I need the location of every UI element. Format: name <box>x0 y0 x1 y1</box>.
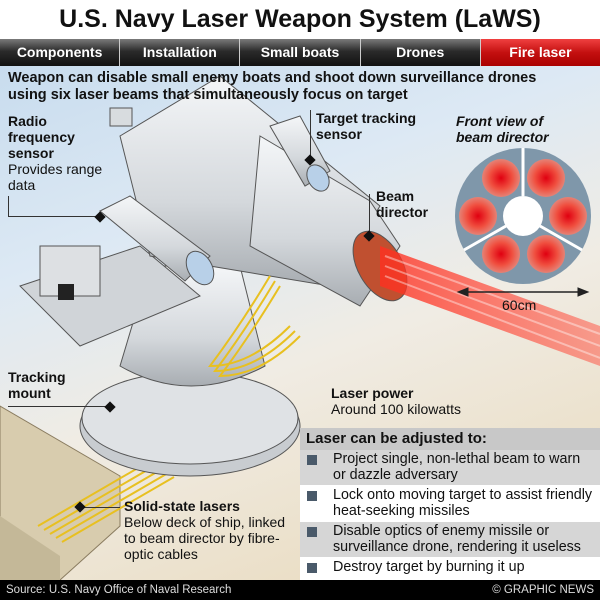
list-item: Project single, non-lethal beam to warn … <box>300 450 600 486</box>
bullet-icon <box>307 491 317 501</box>
laser-weapon-illustration <box>0 75 600 580</box>
laser-dot <box>527 235 565 273</box>
rf-sensor-tube <box>99 195 211 282</box>
footer: Source: U.S. Navy Office of Naval Resear… <box>0 580 600 600</box>
tab-fire-laser[interactable]: Fire laser <box>480 39 600 66</box>
label-target-sensor: Target tracking sensor <box>316 110 417 142</box>
list-item: Lock onto moving target to assist friend… <box>300 486 600 522</box>
laser-dot <box>549 197 587 235</box>
label-tracking-mount: Tracking mount <box>8 369 66 401</box>
source-text: Source: U.S. Navy Office of Naval Resear… <box>6 584 232 596</box>
laser-beams <box>380 246 600 366</box>
tab-components[interactable]: Components <box>0 39 121 66</box>
diagram-stage: Weapon can disable small enemy boats and… <box>0 66 600 580</box>
list-item: Disable optics of enemy missile or surve… <box>300 522 600 558</box>
label-front-view: Front view of beam director <box>456 113 549 145</box>
cable-bundle <box>207 275 301 378</box>
front-view-disc <box>455 148 591 284</box>
tab-bar: Components Installation Small boats Dron… <box>0 39 600 66</box>
panel-heading: Laser can be adjusted to: <box>300 428 600 450</box>
bullet-icon <box>307 455 317 465</box>
label-rf-sensor: Radio frequency sensor Provides range da… <box>8 113 103 193</box>
dimension-arrow <box>456 287 590 297</box>
laser-dot <box>459 197 497 235</box>
laser-dot <box>482 235 520 273</box>
dimension-label: 60cm <box>502 297 537 313</box>
page-title: U.S. Navy Laser Weapon System (LaWS) <box>59 5 541 33</box>
intro-text: Weapon can disable small enemy boats and… <box>8 70 537 103</box>
label-beam-director: Beam director <box>376 188 429 220</box>
label-solid-state-lasers: Solid-state lasers Below deck of ship, l… <box>124 498 286 562</box>
adjustment-panel: Laser can be adjusted to: Project single… <box>300 428 600 580</box>
laser-dot <box>527 159 565 197</box>
label-laser-power: Laser power Around 100 kilowatts <box>331 385 461 417</box>
tab-drones[interactable]: Drones <box>360 39 481 66</box>
tab-small-boats[interactable]: Small boats <box>240 39 361 66</box>
bullet-icon <box>307 563 317 573</box>
laser-dot <box>482 159 520 197</box>
credit-text: © GRAPHIC NEWS <box>492 584 594 596</box>
tab-installation[interactable]: Installation <box>120 39 241 66</box>
fibre-optic-cables <box>37 460 175 543</box>
bullet-icon <box>307 527 317 537</box>
list-item: Destroy target by burning it up <box>300 558 600 578</box>
